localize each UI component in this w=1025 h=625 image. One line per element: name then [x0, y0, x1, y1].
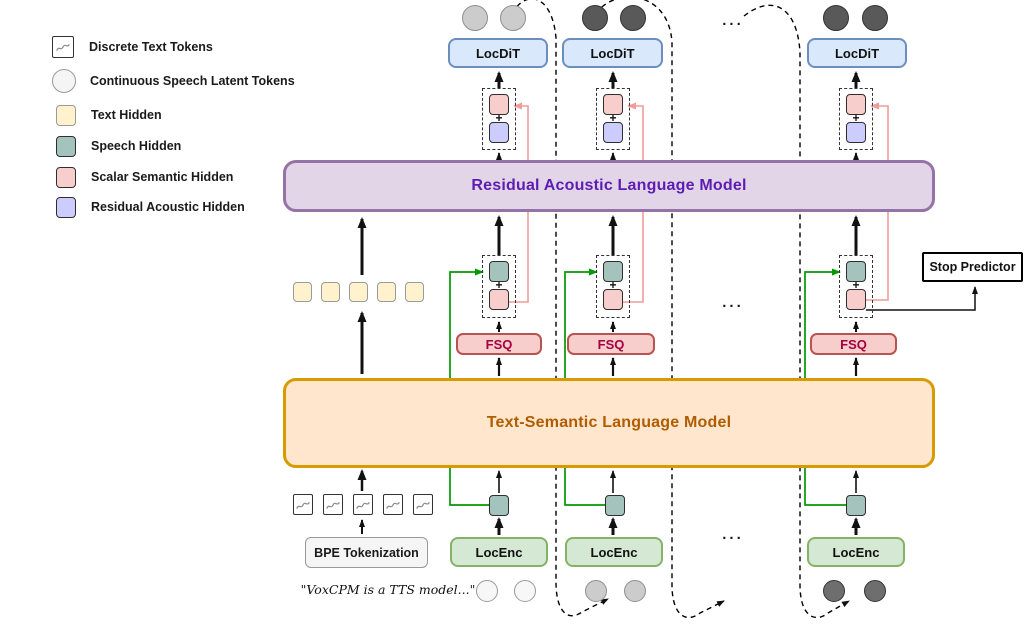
discrete-text-token	[293, 494, 313, 515]
squiggle-icon	[296, 501, 310, 509]
text-semantic-language-model: Text-Semantic Language Model	[283, 378, 935, 468]
squiggle-icon	[386, 501, 400, 509]
fsq-block-3: FSQ	[810, 333, 897, 355]
speech-hidden-square	[846, 495, 866, 516]
text-hidden-square	[293, 282, 312, 302]
residual-acoustic-swatch	[56, 196, 76, 218]
fsq-block-2: FSQ	[567, 333, 655, 355]
stop-predictor: Stop Predictor	[922, 252, 1023, 282]
latent-token-circle	[582, 5, 608, 31]
locdit-block-3: LocDiT	[807, 38, 907, 68]
scalar-semantic-swatch	[56, 166, 76, 188]
latent-token-circle	[462, 5, 488, 31]
fsq-block-1: FSQ	[456, 333, 542, 355]
locdit-block-2: LocDiT	[562, 38, 663, 68]
legend-item-speech-hidden: Speech Hidden	[56, 134, 181, 158]
residual-acoustic-hidden-square	[489, 122, 509, 143]
legend-label: Text Hidden	[91, 108, 162, 122]
latent-token-circle	[585, 580, 607, 602]
speech-hidden-square	[603, 261, 623, 282]
ellipsis-top: ...	[722, 12, 744, 29]
latent-token-circle	[823, 5, 849, 31]
legend-label: Discrete Text Tokens	[89, 40, 213, 54]
semantic-combine-box-1: +	[482, 255, 516, 318]
locenc-block-1: LocEnc	[450, 537, 548, 567]
plus-sign: +	[495, 111, 503, 125]
residual-acoustic-hidden-square	[603, 122, 623, 143]
plus-sign: +	[495, 278, 503, 292]
latent-token-circle	[823, 580, 845, 602]
legend-item-speech-latent-tokens: Continuous Speech Latent Tokens	[52, 69, 295, 93]
bpe-tokenization: BPE Tokenization	[305, 537, 428, 568]
scalar-semantic-hidden-square	[489, 289, 509, 310]
legend-label: Continuous Speech Latent Tokens	[90, 74, 295, 88]
discrete-text-token	[413, 494, 433, 515]
latent-token-circle	[476, 580, 498, 602]
residual-combine-box-1: +	[482, 88, 516, 150]
speech-hidden-swatch	[56, 135, 76, 157]
text-hidden-square	[349, 282, 368, 302]
squiggle-icon	[416, 501, 430, 509]
stop-predictor-connection	[866, 286, 978, 311]
legend-item-residual-acoustic-hidden: Residual Acoustic Hidden	[56, 195, 245, 219]
scalar-semantic-hidden-square	[846, 289, 866, 310]
scalar-semantic-hidden-square	[489, 94, 509, 115]
latent-token-circle	[862, 5, 888, 31]
discrete-text-token	[353, 494, 373, 515]
locenc-block-3: LocEnc	[807, 537, 905, 567]
latent-token-circle	[624, 580, 646, 602]
plus-sign: +	[609, 278, 617, 292]
input-text-quote: "VoxCPM is a TTS model..."	[300, 582, 476, 597]
semantic-combine-box-3: +	[839, 255, 873, 318]
flow-arrows	[357, 71, 861, 535]
latent-token-circle	[500, 5, 526, 31]
plus-sign: +	[852, 111, 860, 125]
legend-label: Residual Acoustic Hidden	[91, 200, 245, 214]
locenc-block-2: LocEnc	[565, 537, 663, 567]
legend-item-text-hidden: Text Hidden	[56, 103, 162, 127]
scalar-semantic-hidden-square	[846, 94, 866, 115]
ellipsis-bottom: ...	[722, 526, 744, 543]
autoregressive-loop-curves	[511, 0, 850, 619]
text-hidden-square	[321, 282, 340, 302]
discrete-text-token	[383, 494, 403, 515]
residual-combine-box-3: +	[839, 88, 873, 150]
legend-label: Speech Hidden	[91, 139, 182, 153]
latent-token-circle	[514, 580, 536, 602]
ellipsis-middle: ...	[722, 294, 744, 311]
residual-acoustic-hidden-square	[846, 122, 866, 143]
plus-sign: +	[852, 278, 860, 292]
residual-combine-box-2: +	[596, 88, 630, 150]
text-hidden-square	[377, 282, 396, 302]
residual-acoustic-language-model: Residual Acoustic Language Model	[283, 160, 935, 212]
scalar-semantic-hidden-square	[603, 94, 623, 115]
speech-hidden-square	[846, 261, 866, 282]
squiggle-icon	[326, 501, 340, 509]
plus-sign: +	[609, 111, 617, 125]
text-hidden-swatch	[56, 104, 76, 126]
legend-item-discrete-text-tokens: Discrete Text Tokens	[52, 35, 213, 59]
squiggle-token-icon	[52, 36, 74, 58]
latent-circle-icon	[52, 69, 76, 93]
speech-hidden-square	[605, 495, 625, 516]
latent-token-circle	[620, 5, 646, 31]
speech-hidden-square	[489, 261, 509, 282]
legend-item-scalar-semantic-hidden: Scalar Semantic Hidden	[56, 165, 233, 189]
squiggle-icon	[356, 501, 370, 509]
legend-label: Scalar Semantic Hidden	[91, 170, 234, 184]
text-hidden-square	[405, 282, 424, 302]
discrete-text-token	[323, 494, 343, 515]
speech-hidden-square	[489, 495, 509, 516]
locdit-block-1: LocDiT	[448, 38, 548, 68]
scalar-semantic-hidden-square	[603, 289, 623, 310]
semantic-combine-box-2: +	[596, 255, 630, 318]
latent-token-circle	[864, 580, 886, 602]
